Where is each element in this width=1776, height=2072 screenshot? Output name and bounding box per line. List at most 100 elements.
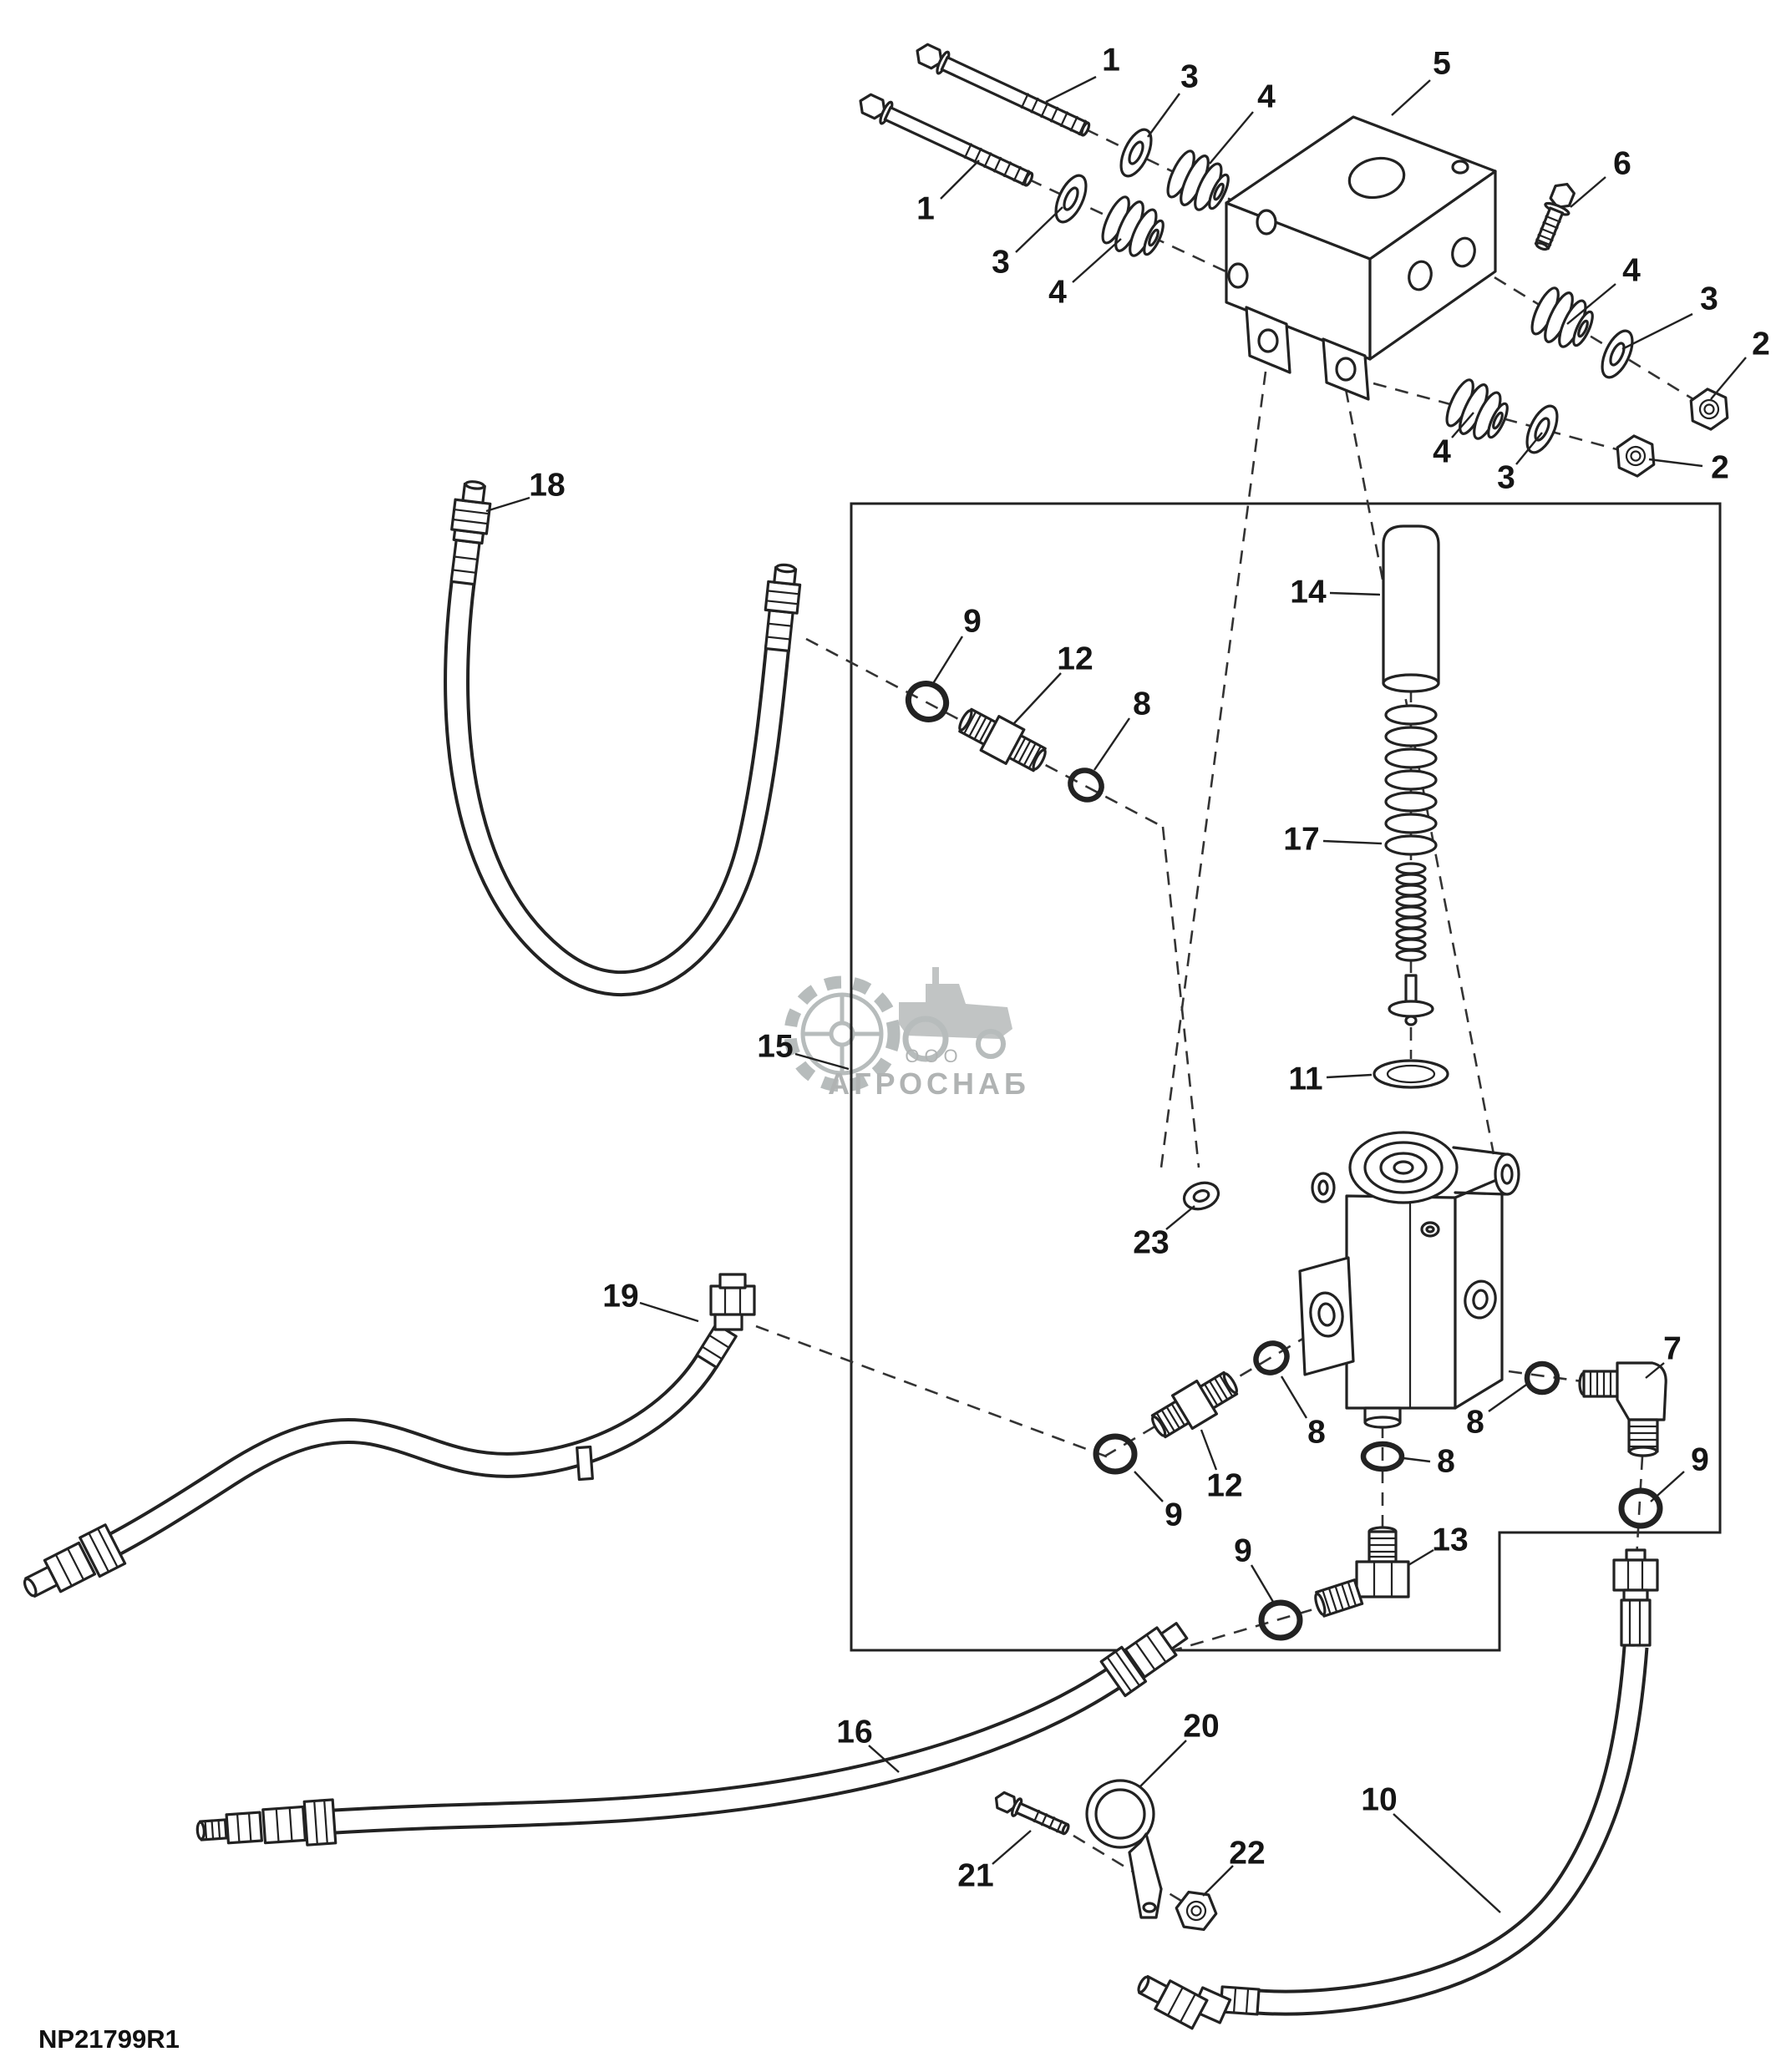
- callout-4: 4: [1257, 79, 1276, 115]
- part-02-nut-c: [1682, 383, 1737, 435]
- leader-line-11: [1326, 1073, 1373, 1079]
- part-03-washer-b: [1048, 170, 1094, 228]
- callout-2: 2: [1752, 327, 1770, 362]
- callout-9: 9: [963, 604, 982, 640]
- watermark-company: АГРОСНАБ: [828, 1066, 1030, 1101]
- part-04-grommet-b: [1095, 190, 1172, 266]
- leader-line-4: [1566, 283, 1616, 325]
- callout-14: 14: [1290, 575, 1327, 610]
- tractor-icon: [899, 967, 1012, 1062]
- part-08-oring-right: [1524, 1360, 1560, 1396]
- leader-line-15: [794, 1052, 850, 1071]
- callout-8: 8: [1437, 1444, 1455, 1480]
- part-09-oring-upper: [905, 681, 950, 722]
- part-10-hose: [1137, 1548, 1659, 2030]
- watermark: ООО АГРОСНАБ: [784, 967, 1030, 1101]
- leader-line-3: [1621, 312, 1693, 351]
- leader-line-2: [1648, 458, 1703, 468]
- callout-20: 20: [1183, 1709, 1219, 1745]
- callout-1: 1: [1102, 43, 1120, 79]
- callout-1: 1: [916, 191, 935, 227]
- part-01-bolt-b: [854, 89, 1038, 193]
- leader-line-4: [1072, 238, 1122, 283]
- part-number: NP21799R1: [38, 2024, 180, 2054]
- watermark-prefix: ООО: [905, 1046, 962, 1066]
- leader-line-9: [1134, 1471, 1164, 1502]
- leader-line-1: [940, 160, 980, 200]
- part-12-union-lower: [1144, 1363, 1245, 1446]
- part-03-washer-d: [1520, 400, 1565, 458]
- leader-line-8: [1488, 1382, 1530, 1412]
- callout-8: 8: [1133, 686, 1151, 722]
- part-06-screw: [1528, 178, 1581, 255]
- callout-17: 17: [1283, 822, 1319, 858]
- part-11-seal-washer: [1373, 1059, 1449, 1089]
- part-08-oring-left: [1253, 1340, 1290, 1375]
- leader-line-8: [1094, 717, 1130, 771]
- leader-line-9: [1650, 1471, 1685, 1502]
- callout-22: 22: [1229, 1836, 1265, 1872]
- part-22-nut: [1172, 1889, 1220, 1933]
- callout-16: 16: [836, 1715, 872, 1750]
- leader-line-2: [1710, 357, 1747, 400]
- part-20-clamp: [1085, 1779, 1163, 1919]
- callout-18: 18: [529, 468, 565, 504]
- callout-12: 12: [1206, 1468, 1242, 1504]
- leader-line-22: [1202, 1865, 1234, 1897]
- leader-line-3: [1147, 93, 1180, 138]
- leader-line-8: [1280, 1375, 1308, 1419]
- box-15-outline: [850, 502, 1722, 1652]
- part-08-oring-bottom: [1360, 1441, 1405, 1472]
- leader-line-10: [1393, 1813, 1501, 1913]
- part-12-union-upper: [951, 700, 1053, 780]
- leader-line-6: [1570, 176, 1606, 208]
- callout-11: 11: [1288, 1061, 1322, 1097]
- leader-line-4: [1451, 412, 1474, 438]
- part-04-grommet-c: [1525, 281, 1601, 357]
- part-02-nut-d: [1608, 430, 1663, 482]
- callout-5: 5: [1433, 46, 1451, 82]
- callout-9: 9: [1165, 1497, 1183, 1533]
- valve-body: [1298, 1131, 1520, 1429]
- leader-line-7: [1645, 1362, 1665, 1379]
- part-17-spring: [1384, 704, 1438, 1026]
- leader-line-12: [1013, 672, 1062, 724]
- callout-6: 6: [1613, 146, 1631, 182]
- leader-line-18: [485, 496, 530, 513]
- leader-line-3: [1515, 432, 1543, 465]
- leader-line-17: [1322, 839, 1383, 845]
- leader-line-5: [1391, 79, 1431, 116]
- callout-8: 8: [1466, 1405, 1484, 1441]
- leader-line-23: [1165, 1205, 1195, 1230]
- part-09-oring-lower-mid: [1258, 1599, 1303, 1641]
- leader-line-13: [1408, 1548, 1434, 1567]
- callout-3: 3: [992, 245, 1010, 281]
- leader-line-9: [931, 636, 964, 686]
- part-04-grommet-a: [1160, 144, 1237, 220]
- part-08-oring-upper: [1068, 768, 1104, 803]
- callout-9: 9: [1234, 1533, 1252, 1569]
- callout-4: 4: [1048, 275, 1067, 311]
- callout-19: 19: [602, 1279, 638, 1315]
- leader-line-3: [1015, 206, 1063, 253]
- leader-line-4: [1209, 111, 1254, 165]
- leader-line-21: [992, 1830, 1032, 1865]
- leader-line-14: [1329, 591, 1381, 596]
- dashed-assembly-lines: [755, 128, 1705, 1907]
- part-13-elbow-fitting: [1314, 1526, 1410, 1618]
- part-21-bolt: [994, 1791, 1070, 1836]
- callout-4: 4: [1622, 253, 1641, 289]
- callout-8: 8: [1307, 1415, 1326, 1451]
- leader-line-12: [1200, 1429, 1218, 1471]
- part-16-hose: [195, 1622, 1189, 1847]
- leader-line-19: [639, 1301, 699, 1323]
- part-01-bolt-a: [911, 38, 1094, 143]
- callout-7: 7: [1663, 1331, 1682, 1367]
- leader-line-9: [1250, 1564, 1275, 1603]
- part-05-bracket: [1225, 115, 1497, 401]
- callout-21: 21: [957, 1858, 993, 1894]
- part-19-hose: [23, 1273, 756, 1598]
- callout-3: 3: [1497, 460, 1515, 496]
